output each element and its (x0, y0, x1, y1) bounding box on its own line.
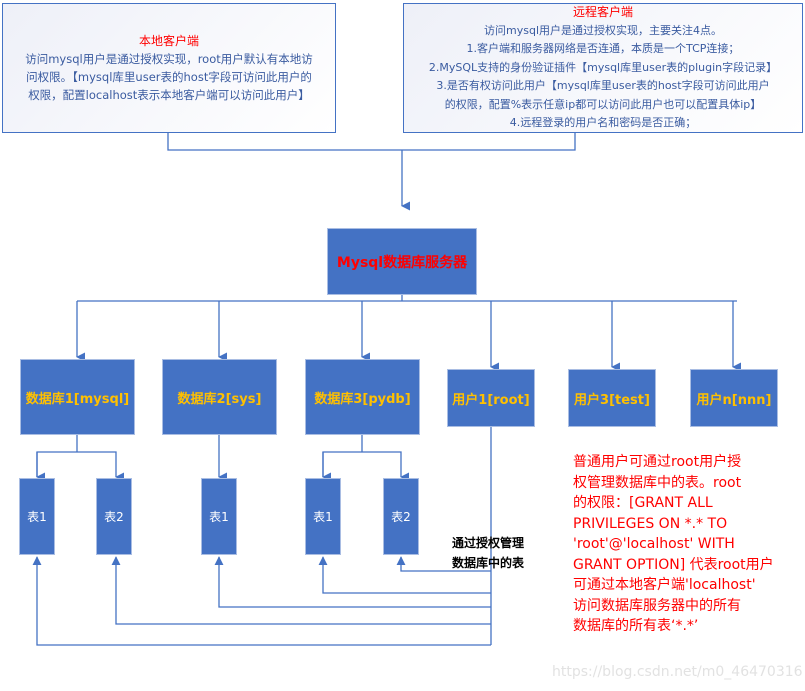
table-label: 表1 (27, 510, 47, 524)
table-node-db3-table1[interactable]: 表1 (305, 478, 341, 555)
database-label: 数据库1[mysql] (25, 391, 130, 407)
table-label: 表1 (209, 510, 229, 524)
root-note-line: 的权限：[GRANT ALL (573, 495, 713, 511)
watermark: https://blog.csdn.net/m0_46470316 (552, 664, 803, 680)
database-label: 数据库3[pydb] (314, 391, 411, 407)
table-node-db3-table2[interactable]: 表2 (383, 478, 419, 555)
user-label: 用户1[root] (452, 392, 530, 408)
root-permission-note: 普通用户可通过root用户授 权管理数据库中的表。root 的权限：[GRANT… (573, 452, 793, 637)
grant-db1-table1 (32, 556, 491, 646)
database-node-sys[interactable]: 数据库2[sys] (162, 359, 277, 435)
remote-client-line: 3.是否有权访问此用户【mysql库里user表的host字段可访问此用户 (436, 79, 770, 93)
table-node-db2-table1[interactable]: 表1 (201, 478, 237, 555)
remote-client-title: 远程客户端 (572, 5, 633, 20)
table-label: 表1 (313, 510, 333, 524)
connector-db1-tables (36, 435, 116, 477)
root-note-line: 普通用户可通过root用户授 (573, 454, 742, 470)
database-node-mysql[interactable]: 数据库1[mysql] (20, 359, 135, 435)
remote-client-line: 2.MySQL支持的身份验证插件【mysql库里user表的plugin字段记录… (428, 60, 778, 74)
remote-client-note: 远程客户端 访问mysql用户是通过授权实现，主要关注4点。 1.客户端和服务器… (403, 3, 803, 133)
table-node-db1-table1[interactable]: 表1 (19, 478, 55, 555)
root-note-line: 权管理数据库中的表。root (573, 474, 742, 491)
root-note-line: PRIVILEGES ON *.* TO (573, 515, 728, 532)
local-client-note: 本地客户端 访问mysql用户是通过授权实现，root用户默认有本地访 问权限。… (2, 3, 336, 133)
user-node-nnn[interactable]: 用户n[nnn] (690, 369, 778, 427)
user-label: 用户3[test] (574, 392, 650, 408)
grant-db3-table2 (396, 556, 491, 572)
connector-db3-tables (322, 435, 401, 477)
remote-client-line: 的权限，配置%表示任意ip都可以访问此用户也可以配置具体ip】 (444, 97, 762, 111)
table-label: 表2 (391, 510, 411, 524)
root-note-line: 可通过本地客户端'localhost' (573, 577, 756, 593)
grant-note-line: 数据库中的表 (452, 556, 525, 570)
mysql-server-node[interactable]: Mysql数据库服务器 (327, 228, 477, 295)
grant-db3-table1 (318, 556, 491, 594)
local-client-line: 权限，配置localhost表示本地客户端可以访问此用户】 (28, 88, 310, 102)
user-node-root[interactable]: 用户1[root] (447, 369, 535, 427)
table-label: 表2 (104, 510, 124, 524)
user-label: 用户n[nnn] (696, 392, 772, 408)
mysql-server-label: Mysql数据库服务器 (336, 254, 468, 271)
root-note-line: 数据库的所有表‘*.*’ (573, 618, 699, 634)
root-note-line: 'root'@'localhost' WITH (573, 536, 735, 552)
remote-client-line: 访问mysql用户是通过授权实现，主要关注4点。 (484, 23, 722, 37)
local-client-line: 访问mysql用户是通过授权实现，root用户默认有本地访 (25, 52, 313, 66)
root-note-line: GRANT OPTION] 代表root用户 (573, 556, 774, 573)
local-client-title: 本地客户端 (138, 34, 199, 48)
grant-note: 通过授权管理 数据库中的表 (452, 533, 552, 573)
grant-db2-table1 (214, 556, 491, 608)
user-node-test[interactable]: 用户3[test] (568, 369, 656, 427)
root-note-line: 访问数据库服务器中的所有 (573, 597, 741, 614)
remote-client-line: 4.远程登录的用户名和密码是否正确； (509, 116, 697, 130)
connector-local-client (167, 133, 576, 151)
local-client-line: 问权限。【mysql库里user表的host字段可访问此用户的 (26, 70, 312, 84)
table-node-db1-table2[interactable]: 表2 (96, 478, 132, 555)
grant-db1-table2 (111, 556, 491, 625)
database-label: 数据库2[sys] (177, 391, 262, 407)
database-node-pydb[interactable]: 数据库3[pydb] (305, 359, 420, 435)
remote-client-line: 1.客户端和服务器网络是否连通，本质是一个TCP连接； (466, 42, 740, 56)
grant-note-line: 通过授权管理 (452, 536, 525, 550)
connector-server-bus (77, 294, 737, 302)
